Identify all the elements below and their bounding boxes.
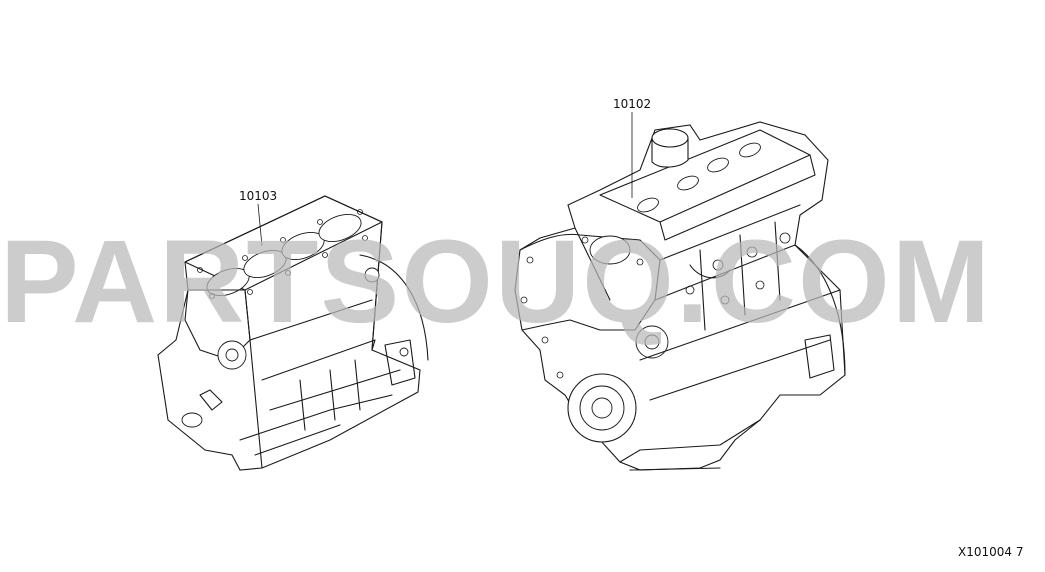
part-number-label-short-block[interactable]: 10103	[239, 189, 277, 203]
engine-assembly-illustration[interactable]	[514, 121, 846, 471]
leader-line	[257, 203, 263, 247]
figure-code: X101004 7	[958, 545, 1023, 559]
watermark-text: PARTSOUQ.COM	[0, 216, 992, 348]
callout-10102[interactable]: 10102	[613, 97, 651, 198]
part-number-label-engine-assembly[interactable]: 10102	[613, 97, 651, 111]
short-block-illustration[interactable]	[157, 195, 429, 471]
callout-10103[interactable]: 10103	[239, 189, 277, 247]
